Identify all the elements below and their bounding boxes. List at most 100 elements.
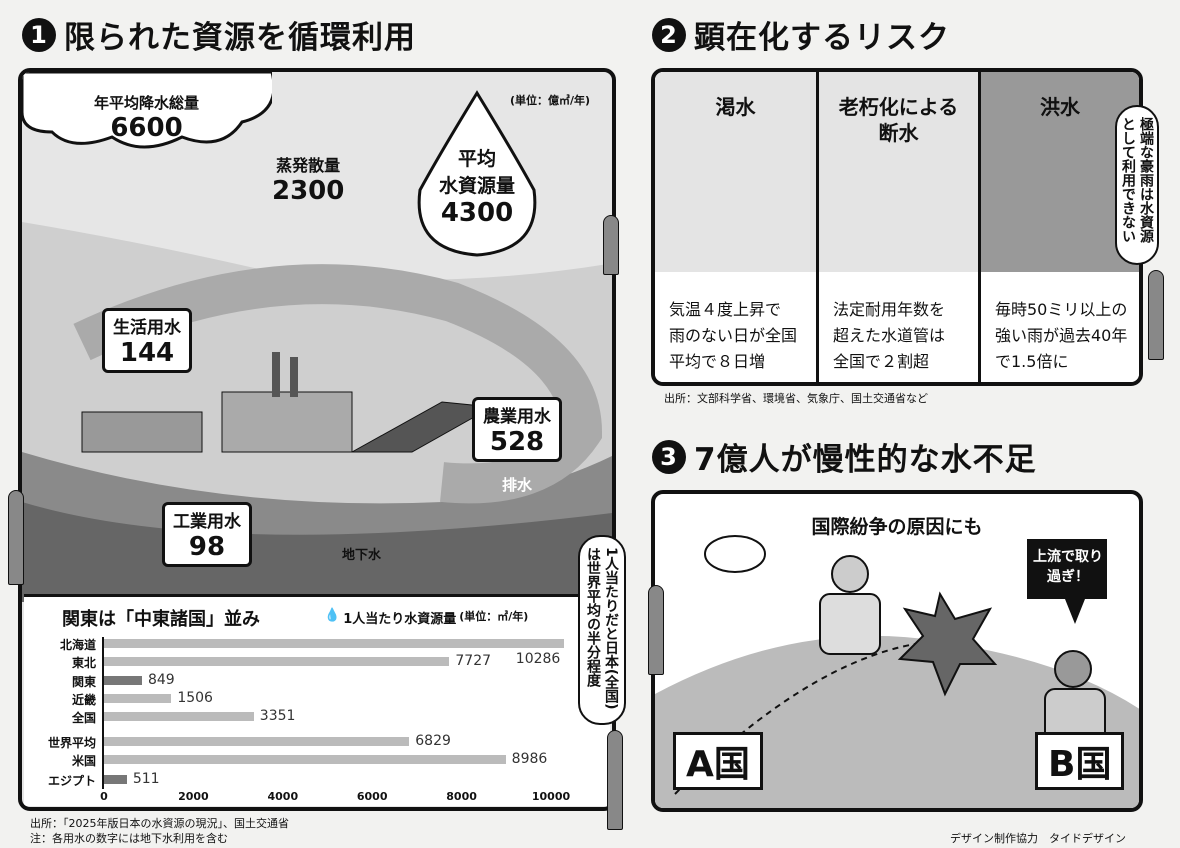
industrial-label: 工業用水 (173, 512, 241, 532)
value-label: 849 (147, 672, 175, 688)
drainage-label: 排水 (502, 476, 533, 494)
person-figure (8, 490, 24, 585)
risk-text-line: 毎時50ミリ以上の (995, 300, 1128, 319)
water-resources: 平均 水資源量 4300 (422, 144, 532, 228)
category-label: 全国 (71, 711, 96, 725)
x-tick-label: 8000 (446, 790, 477, 803)
category-label: 東北 (71, 656, 96, 670)
risk-heading: 洪水 (1040, 95, 1080, 119)
unit-label: (単位：億㎥/年) (510, 94, 591, 107)
chart-legend: 💧 1人当たり水資源量 (単位：㎥/年) (324, 608, 528, 627)
category-label: 米国 (71, 754, 96, 768)
section-heading: 限られた資源を循環利用 (64, 20, 416, 56)
value-label: 7727 (455, 653, 492, 669)
section2-title: 2 顕在化するリスク (652, 12, 950, 57)
country-b-sign: B国 (1035, 732, 1125, 790)
risk-cell: 洪水毎時50ミリ以上の強い雨が過去40年で1.5倍に (981, 72, 1139, 382)
section-number: 2 (652, 17, 686, 52)
risk-text-line: 超えた水道管は (833, 326, 946, 345)
cloud-illustration (22, 72, 272, 149)
section-heading: 顕在化するリスク (694, 20, 950, 56)
section-number: 3 (652, 439, 686, 474)
risk-text: 毎時50ミリ以上の強い雨が過去40年で1.5倍に (995, 297, 1131, 375)
risk-cell: 老朽化による断水法定耐用年数を超えた水道管は全国で２割超 (819, 72, 981, 382)
risk-text: 法定耐用年数を超えた水道管は全国で２割超 (833, 297, 970, 375)
person-figure (603, 215, 619, 275)
bar-chart: 北海道 10286 東北 7727 関東 849 近畿 1506 全国 3351 世界平均 6829 米… (24, 597, 610, 807)
resources-label-1: 平均 (457, 148, 496, 170)
industrial-water: 工業用水 98 (162, 502, 252, 567)
risk-text: 気温４度上昇で雨のない日が全国平均で８日増 (669, 297, 808, 375)
conflict-caption: 国際紛争の原因にも (811, 516, 983, 538)
value-label: 6829 (415, 733, 451, 749)
groundwater-label: 地下水 (342, 548, 382, 563)
source-2: 出所：文部科学省、環境省、気象庁、国土交通省など (664, 392, 928, 405)
section-heading: 7億人が慢性的な水不足 (694, 442, 1037, 478)
conflict-panel: 国際紛争の原因にも 上流で取り過ぎ！ A国 B国 (651, 490, 1143, 812)
value-label: 1506 (177, 690, 213, 706)
x-tick-label: 0 (100, 790, 108, 803)
evaporation-value: 2300 (272, 176, 345, 206)
resources-label-2: 水資源量 (438, 175, 515, 197)
x-tick-label: 4000 (267, 790, 299, 803)
section1-title: 1 限られた資源を循環利用 (22, 12, 416, 57)
risk-illustration (819, 72, 978, 272)
category-label: 近畿 (71, 693, 96, 707)
bar (104, 755, 506, 764)
section-number: 1 (22, 17, 56, 52)
evaporation: 蒸発散量 2300 (272, 152, 344, 206)
water-drop-icon (417, 90, 537, 257)
value-label: 8986 (511, 751, 548, 767)
value-label: 3351 (259, 708, 296, 724)
conflict-illustration (655, 535, 1139, 808)
agricultural-value: 528 (489, 427, 545, 457)
speech-bubble-2: 極端な豪雨は水資源として利用できない (1115, 105, 1159, 265)
domestic-label: 生活用水 (113, 318, 181, 338)
source-1: 出所：「2025年版日本の水資源の現況」、国土交通省 (30, 817, 289, 830)
agricultural-label: 農業用水 (483, 407, 551, 427)
risk-heading: 渇水 (715, 95, 756, 119)
evaporation-label: 蒸発散量 (276, 156, 341, 175)
precipitation-label: 年平均降水総量 (94, 94, 200, 112)
bar (104, 657, 450, 666)
bar (104, 737, 410, 746)
country-a-sign: A国 (673, 732, 763, 790)
water-drop-icon: 💧 (324, 608, 341, 623)
note-1: 注：各用水の数字には地下水利用を含む (30, 832, 228, 845)
shout-text: 上流で取り過ぎ！ (1033, 549, 1103, 585)
risk-text-line: 全国で２割超 (833, 352, 930, 371)
risk-text-line: 気温４度上昇で (669, 300, 782, 319)
risk-text-line: 法定耐用年数を (833, 300, 946, 319)
domestic-water: 生活用水 144 (102, 308, 192, 373)
precipitation: 年平均降水総量 6600 (94, 92, 199, 143)
domestic-value: 144 (119, 338, 175, 368)
risk-illustration (981, 72, 1139, 272)
resources-value: 4300 (440, 198, 514, 228)
category-label: エジプト (47, 774, 96, 788)
risk-text-line: 雨のない日が全国 (669, 326, 798, 345)
category-label: 北海道 (59, 638, 96, 652)
category-label: 関東 (71, 675, 96, 689)
y-axis (102, 637, 104, 789)
risk-panel: 渇水気温４度上昇で雨のない日が全国平均で８日増老朽化による断水法定耐用年数を超え… (651, 68, 1143, 386)
value-label: 10286 (515, 651, 561, 667)
risk-text-line: 強い雨が過去40年 (995, 326, 1128, 345)
category-label: 世界平均 (47, 736, 96, 750)
person-figure (607, 730, 623, 830)
industrial-value: 98 (188, 532, 226, 562)
bar (104, 694, 172, 703)
speech-text: 極端な豪雨は水資源として利用できない (1115, 105, 1159, 265)
speech-text: 1人当たりだと日本(全国)は世界平均の半分程度 (578, 535, 626, 725)
x-tick-label: 10000 (531, 790, 571, 803)
agricultural-water: 農業用水 528 (472, 397, 562, 462)
bar (104, 639, 564, 648)
risk-illustration (655, 72, 816, 272)
section3-title: 3 7億人が慢性的な水不足 (652, 434, 1037, 479)
legend-label: 1人当たり水資源量 (343, 612, 457, 627)
value-label: 511 (132, 771, 160, 787)
bar (104, 712, 254, 721)
person-figure (648, 585, 664, 675)
x-tick-label: 6000 (356, 790, 388, 803)
risk-cell: 渇水気温４度上昇で雨のない日が全国平均で８日増 (655, 72, 819, 382)
